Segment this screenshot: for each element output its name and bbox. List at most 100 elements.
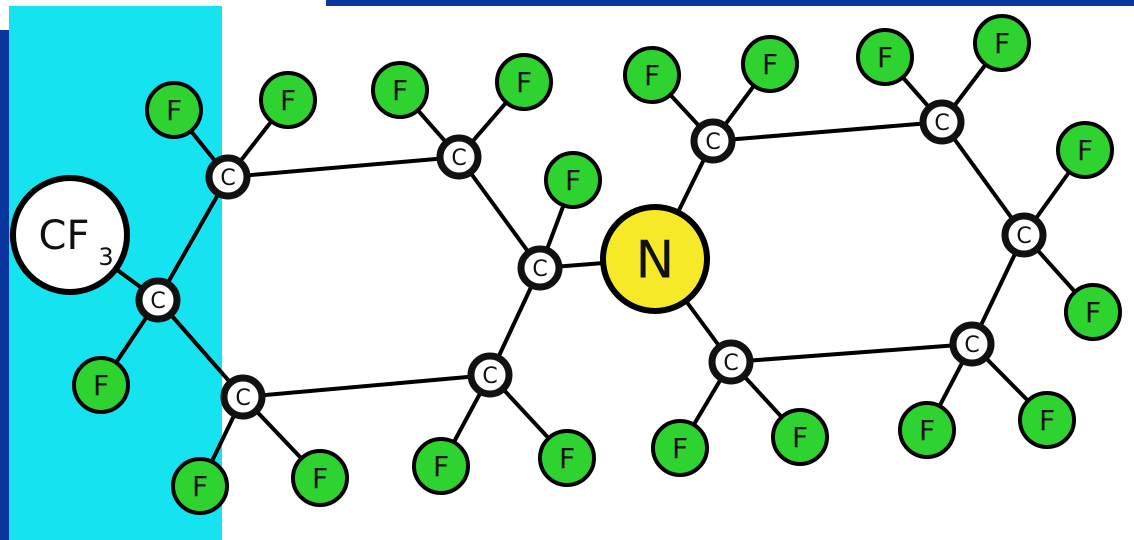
carbon-atom: C <box>220 374 266 420</box>
fluorine-atom-circle <box>651 419 709 477</box>
fluorine-atom-circle <box>898 401 956 459</box>
fluorine-atom-label: F <box>93 369 109 402</box>
carbon-atom-circle <box>1001 212 1047 258</box>
fluorine-atom: F <box>623 46 681 104</box>
fluorine-atom-label: F <box>644 59 660 92</box>
carbon-atom-label: C <box>220 166 235 191</box>
fluorine-atom-label: F <box>792 421 808 454</box>
carbon-atom-label: C <box>482 364 497 389</box>
carbon-atom-circle <box>708 339 754 385</box>
fluorine-atom: F <box>72 356 130 414</box>
carbon-atom: C <box>708 339 754 385</box>
fluorine-atom-label: F <box>433 450 449 483</box>
fluorine-atom-label: F <box>672 432 688 465</box>
fluorine-atom-label: F <box>166 94 182 127</box>
fluorine-atom-circle <box>1056 121 1114 179</box>
carbon-atom-circle <box>919 99 965 145</box>
nitrogen-atom: N <box>600 204 710 314</box>
nitrogen-atom-circle <box>600 204 710 314</box>
fluorine-atom: F <box>973 14 1031 72</box>
carbon-atom-label: C <box>1016 224 1031 249</box>
carbon-atom-label: C <box>723 351 738 376</box>
carbon-atom-label: C <box>934 111 949 136</box>
fluorine-atom: F <box>291 449 349 507</box>
left-blue-bar <box>0 30 9 540</box>
carbon-atom-label: C <box>150 289 165 314</box>
fluorine-atom-circle <box>538 429 596 487</box>
fluorine-atom: F <box>371 61 429 119</box>
fluorine-atom-circle <box>623 46 681 104</box>
nitrogen-atom-label: N <box>636 231 675 291</box>
fluorine-atom-label: F <box>877 41 893 74</box>
carbon-atom-label: C <box>705 130 720 155</box>
fluorine-atom-circle <box>973 14 1031 72</box>
backbone-bond <box>729 342 974 364</box>
fluorine-atom: F <box>495 53 553 111</box>
carbon-atom-circle <box>205 154 251 200</box>
fluorine-atom: F <box>1056 121 1114 179</box>
fluorine-atom-circle <box>495 53 553 111</box>
cf3-label: CF <box>39 213 90 259</box>
fluorine-atom-label: F <box>312 462 328 495</box>
carbon-atom-circle <box>467 352 513 398</box>
fluorine-atom: F <box>259 71 317 129</box>
fluorine-atom-circle <box>1018 391 1076 449</box>
carbon-atom-circle <box>135 277 181 323</box>
fluorine-atom-label: F <box>1085 296 1101 329</box>
carbon-atom-circle <box>517 245 563 291</box>
cf3-subscript: 3 <box>98 243 113 271</box>
fluorine-atom: F <box>412 437 470 495</box>
fluorine-atom-label: F <box>192 470 208 503</box>
backbone-bond <box>241 373 492 399</box>
fluorine-atom: F <box>145 81 203 139</box>
carbon-atom: C <box>135 277 181 323</box>
carbon-atom: C <box>467 352 513 398</box>
cf3-group: CF 3 <box>10 175 130 295</box>
fluorine-atom-label: F <box>994 27 1010 60</box>
carbon-atom-circle <box>949 321 995 367</box>
fluorine-atom: F <box>1064 283 1122 341</box>
fluorine-atom-circle <box>771 408 829 466</box>
carbon-atom: C <box>949 321 995 367</box>
carbon-atom: C <box>517 245 563 291</box>
carbon-atom-circle <box>690 118 736 164</box>
fluorine-atom-label: F <box>919 414 935 447</box>
fluorine-atom-label: F <box>559 442 575 475</box>
carbon-atom-circle <box>220 374 266 420</box>
fluorine-atom: F <box>1018 391 1076 449</box>
fluorine-atom-label: F <box>516 66 532 99</box>
carbon-atom-label: C <box>964 333 979 358</box>
top-blue-bar <box>326 0 1134 6</box>
backbone-bond <box>940 120 1026 237</box>
fluorine-atom: F <box>651 419 709 477</box>
backbone-bond <box>711 120 944 143</box>
backbone-bond <box>226 155 461 179</box>
carbon-atom-label: C <box>235 386 250 411</box>
fluorine-atom-label: F <box>392 74 408 107</box>
fluorine-atom-circle <box>371 61 429 119</box>
fluorine-atom: F <box>538 429 596 487</box>
fluorine-atom-label: F <box>280 84 296 117</box>
fluorine-atom-circle <box>72 356 130 414</box>
fluorine-atom-circle <box>1064 283 1122 341</box>
carbon-atom-label: C <box>451 146 466 171</box>
carbon-atom: C <box>205 154 251 200</box>
backbone-bond <box>156 175 230 302</box>
fluorine-atom-circle <box>259 71 317 129</box>
fluorine-atom-circle <box>291 449 349 507</box>
carbon-atom-circle <box>436 134 482 180</box>
carbon-atom: C <box>436 134 482 180</box>
fluorine-atom: F <box>544 151 602 209</box>
carbon-atom: C <box>690 118 736 164</box>
cf3-group-circle <box>10 175 130 295</box>
fluorine-atom: F <box>771 408 829 466</box>
fluorine-atom-circle <box>145 81 203 139</box>
fluorine-atom-circle <box>171 457 229 515</box>
fluorine-atom-label: F <box>1039 404 1055 437</box>
fluorine-atom-label: F <box>1077 134 1093 167</box>
fluorine-atom-circle <box>544 151 602 209</box>
backbone-bond <box>457 155 542 270</box>
fluorine-atom-label: F <box>762 48 778 81</box>
